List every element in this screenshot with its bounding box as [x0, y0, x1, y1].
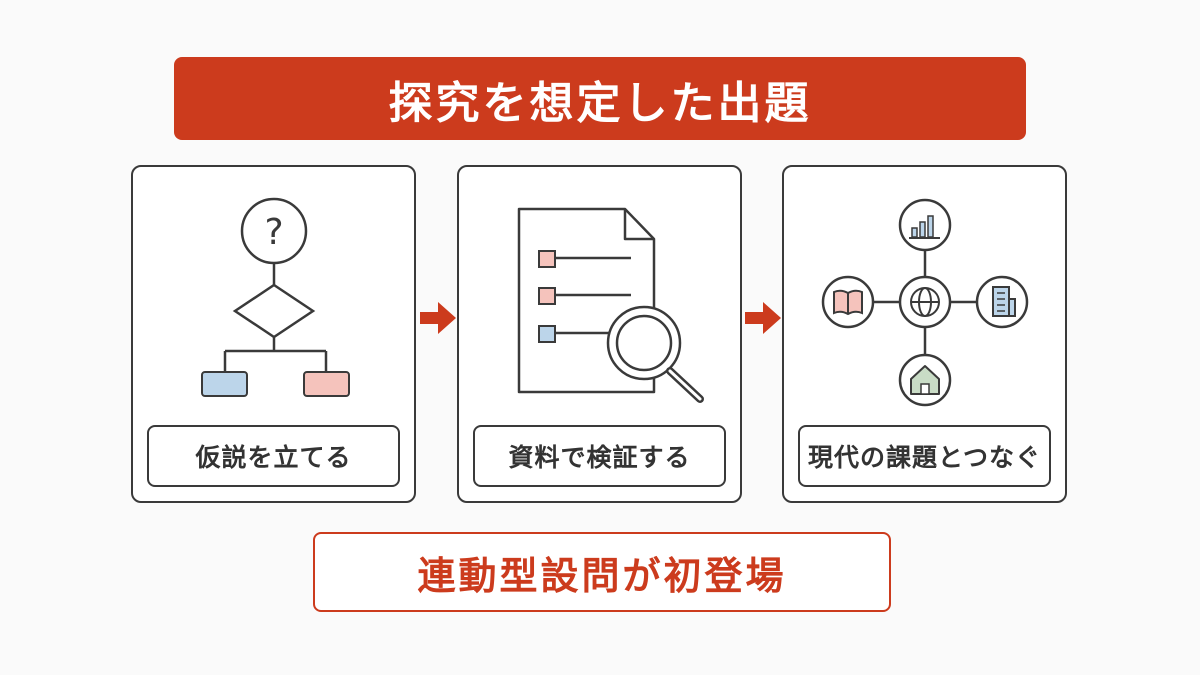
- globe-icon: [898, 275, 952, 329]
- arrow-right-icon: [745, 302, 781, 334]
- step-label-verify: 資料で検証する: [473, 425, 726, 487]
- document-magnifier-icon: [517, 207, 704, 403]
- step-card-verify: 資料で検証する: [457, 165, 742, 503]
- globe-network-icon: [821, 198, 1029, 407]
- step-card-connect: 現代の課題とつなぐ: [782, 165, 1067, 503]
- house-icon: [898, 353, 952, 407]
- svg-text:?: ?: [264, 212, 283, 253]
- step-card-hypothesis: ? 仮説を立てる: [131, 165, 416, 503]
- bar-chart-icon: [898, 198, 952, 252]
- result-banner: 連動型設問が初登場: [313, 532, 891, 612]
- building-icon: [975, 275, 1029, 329]
- step-label-connect: 現代の課題とつなぐ: [798, 425, 1051, 487]
- title-banner: 探究を想定した出題: [174, 57, 1026, 140]
- step-label-hypothesis: 仮説を立てる: [147, 425, 400, 487]
- hypothesis-flowchart-icon: ?: [201, 197, 350, 397]
- book-icon: [821, 275, 875, 329]
- arrow-right-icon: [420, 302, 456, 334]
